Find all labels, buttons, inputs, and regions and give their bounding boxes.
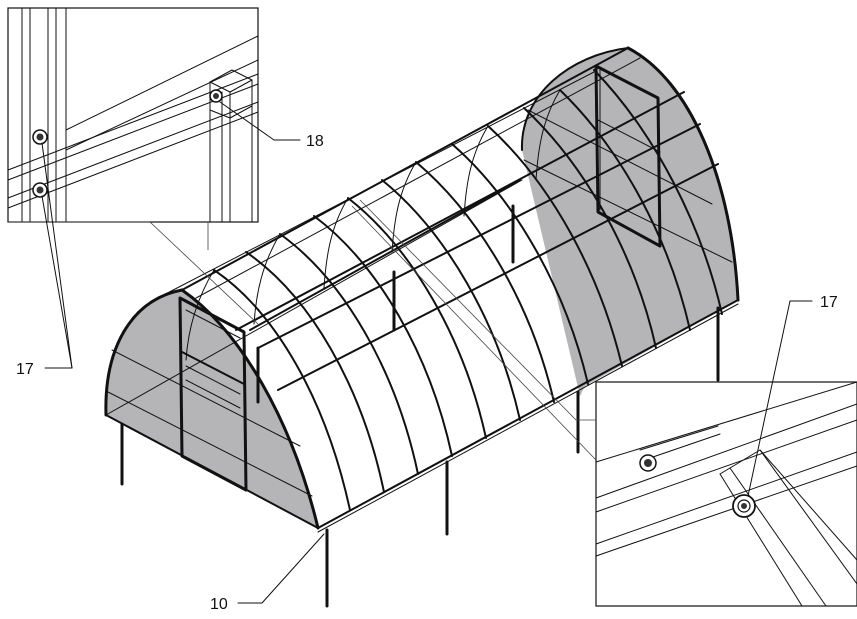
bolt-icon bbox=[32, 182, 48, 198]
bolt-icon bbox=[639, 454, 657, 472]
bolt-icon bbox=[209, 89, 223, 103]
bolt-icon bbox=[32, 129, 48, 145]
bolt-icon bbox=[732, 494, 756, 518]
callout-label-10: 10 bbox=[210, 596, 228, 613]
greenhouse-frame bbox=[104, 46, 740, 608]
callout-18: 18 bbox=[219, 101, 324, 150]
detail-inset-bottom-right bbox=[595, 381, 857, 607]
callout-label-18: 18 bbox=[306, 133, 324, 150]
callout-10: 10 bbox=[210, 533, 325, 613]
callout-label-17-left: 17 bbox=[16, 361, 34, 378]
callout-label-17-right: 17 bbox=[820, 294, 838, 311]
front-gable-panel bbox=[105, 290, 319, 528]
callout-17-left: 17 bbox=[16, 142, 73, 378]
callout-17-right: 17 bbox=[747, 294, 838, 497]
detail-inset-top-left bbox=[7, 7, 259, 223]
